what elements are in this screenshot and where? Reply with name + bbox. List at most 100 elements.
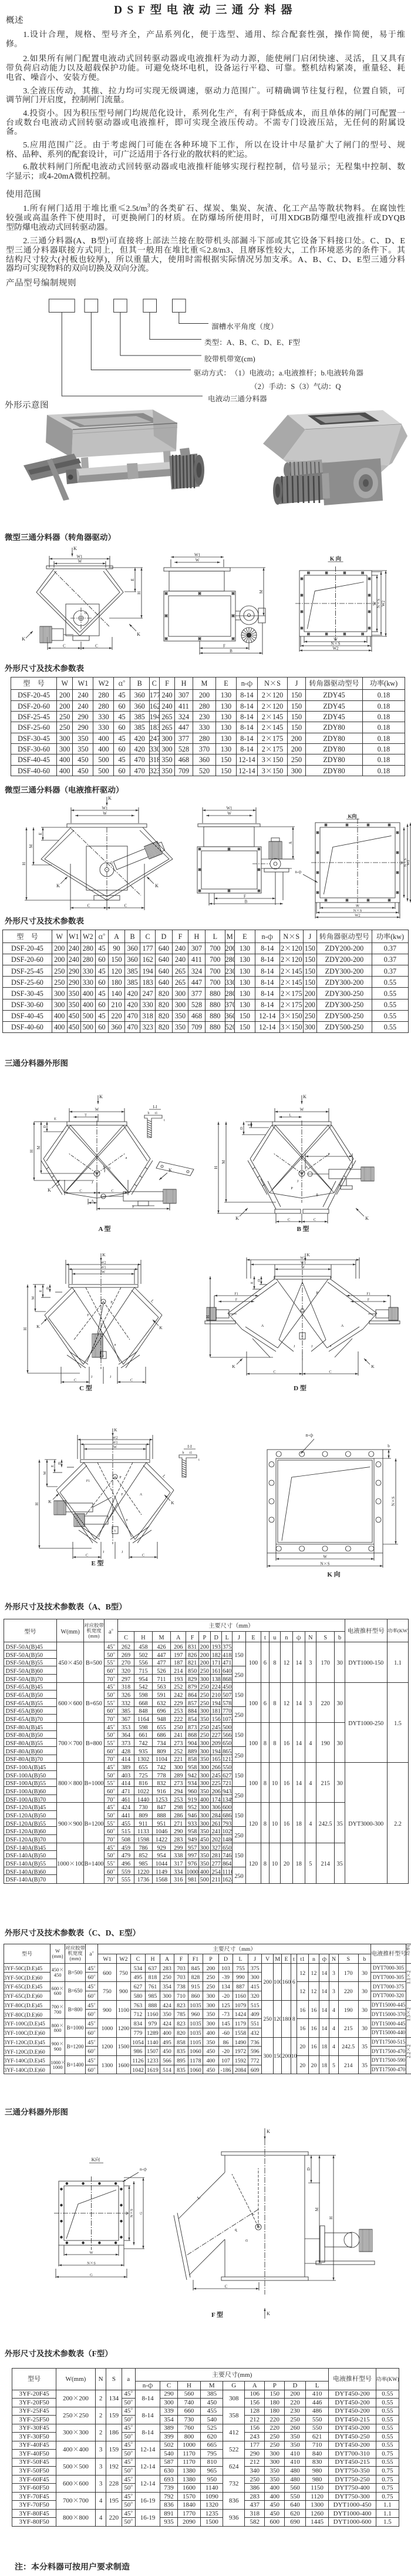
svg-text:K 向: K 向	[330, 554, 342, 562]
svg-text:J: J	[91, 1374, 93, 1379]
svg-text:D: D	[42, 1125, 47, 1128]
svg-text:W: W	[95, 1107, 99, 1113]
svg-text:L: L	[161, 1474, 167, 1480]
svg-text:K: K	[235, 1215, 239, 1222]
svg-text:K: K	[137, 631, 140, 638]
svg-text:C: C	[273, 1369, 275, 1374]
svg-text:W1: W1	[226, 806, 233, 811]
svg-text:E: E	[54, 1116, 56, 1121]
svg-text:W1: W1	[194, 552, 201, 558]
svg-text:C: C	[142, 1552, 144, 1558]
svg-text:D 型: D 型	[294, 1383, 306, 1393]
svg-text:K: K	[102, 1252, 106, 1258]
svg-text:P: P	[291, 1185, 293, 1190]
svg-text:F: F	[368, 1297, 370, 1302]
svg-text:C: C	[87, 903, 90, 909]
svg-text:A: A	[250, 2212, 256, 2218]
svg-text:M: M	[30, 1296, 35, 1300]
svg-text:α: α	[245, 2238, 248, 2243]
svg-text:F1: F1	[86, 1478, 90, 1483]
svg-text:α: α	[110, 860, 113, 866]
svg-text:K: K	[108, 795, 112, 801]
svg-text:F 型: F 型	[211, 2310, 223, 2319]
svg-text:K: K	[306, 1252, 310, 1258]
svg-text:n-φ: n-φ	[306, 1432, 314, 1438]
svg-text:J: J	[110, 1374, 112, 1379]
svg-text:L: L	[196, 2194, 202, 2201]
svg-text:H: H	[22, 1327, 28, 1330]
svg-text:W1: W1	[100, 1264, 106, 1270]
svg-text:W: W	[323, 1554, 327, 1560]
svg-text:C: C	[314, 1217, 316, 1222]
svg-text:C 型: C 型	[79, 1383, 92, 1393]
svg-text:W: W	[399, 860, 404, 864]
svg-text:a: a	[330, 1343, 332, 1348]
svg-text:K: K	[171, 1500, 174, 1506]
svg-text:E: E	[49, 1465, 55, 1467]
svg-text:H: H	[21, 862, 27, 865]
svg-text:W: W	[103, 811, 107, 817]
svg-text:W2: W2	[300, 1255, 305, 1260]
svg-text:W2: W2	[355, 913, 360, 918]
svg-text:M: M	[258, 589, 264, 593]
svg-text:P: P	[233, 2228, 239, 2233]
svg-text:N×S: N×S	[376, 599, 382, 608]
svg-text:A: A	[103, 1324, 106, 1329]
svg-text:K: K	[22, 636, 25, 642]
svg-text:a: a	[126, 1517, 128, 1522]
svg-text:M: M	[221, 1160, 227, 1164]
svg-text:K: K	[48, 1498, 52, 1505]
svg-text:N×S: N×S	[331, 641, 341, 647]
svg-text:A: A	[341, 1323, 344, 1328]
svg-text:M: M	[314, 2207, 320, 2211]
svg-text:C: C	[130, 1377, 133, 1383]
svg-text:L: L	[149, 1299, 155, 1304]
svg-text:K 向: K 向	[327, 1569, 340, 1579]
svg-text:D: D	[306, 2168, 312, 2171]
svg-text:K: K	[48, 1187, 51, 1193]
svg-text:K: K	[267, 2128, 270, 2135]
svg-text:J: J	[92, 1179, 93, 1185]
svg-text:K: K	[36, 1323, 40, 1330]
svg-text:K: K	[114, 1427, 117, 1433]
svg-text:K: K	[371, 1363, 375, 1370]
svg-text:F1: F1	[366, 1291, 370, 1296]
svg-text:K: K	[232, 1363, 235, 1370]
svg-text:θ: θ	[316, 1192, 318, 1198]
svg-text:E: E	[38, 1290, 43, 1292]
svg-text:E: E	[38, 833, 43, 835]
svg-text:A: A	[91, 1198, 94, 1203]
svg-text:W: W	[227, 811, 231, 817]
svg-text:C: C	[124, 903, 127, 909]
svg-text:K: K	[56, 883, 60, 889]
svg-text:A 型: A 型	[98, 1224, 110, 1233]
svg-text:P: P	[110, 1299, 113, 1304]
svg-text:W2: W2	[100, 1260, 106, 1265]
svg-text:J: J	[297, 1178, 299, 1183]
svg-text:W2: W2	[112, 1435, 117, 1440]
svg-text:B: B	[230, 648, 233, 654]
svg-text:J: J	[122, 1549, 123, 1554]
svg-text:M: M	[42, 1471, 47, 1475]
svg-text:C: C	[79, 1188, 82, 1193]
svg-text:W: W	[113, 1444, 117, 1450]
svg-text:W1: W1	[112, 1440, 117, 1445]
svg-text:b: b	[148, 1110, 150, 1115]
svg-text:G: G	[90, 2272, 93, 2278]
svg-text:K: K	[169, 1167, 172, 1173]
svg-text:W: W	[196, 558, 200, 564]
svg-text:N×S: N×S	[390, 1497, 396, 1506]
svg-text:K: K	[365, 1215, 369, 1222]
svg-text:K: K	[303, 1094, 306, 1100]
svg-text:F: F	[223, 643, 225, 649]
svg-text:α: α	[108, 1165, 111, 1171]
svg-text:D: D	[45, 1287, 50, 1290]
svg-text:T: T	[85, 1112, 87, 1118]
svg-text:E 型: E 型	[91, 1558, 103, 1568]
svg-text:H: H	[328, 2216, 334, 2219]
svg-text:W1: W1	[301, 1260, 306, 1265]
svg-text:A: A	[288, 841, 294, 844]
svg-text:F: F	[121, 1491, 123, 1497]
svg-text:E: E	[249, 1282, 254, 1284]
svg-text:N×S: N×S	[402, 858, 407, 867]
